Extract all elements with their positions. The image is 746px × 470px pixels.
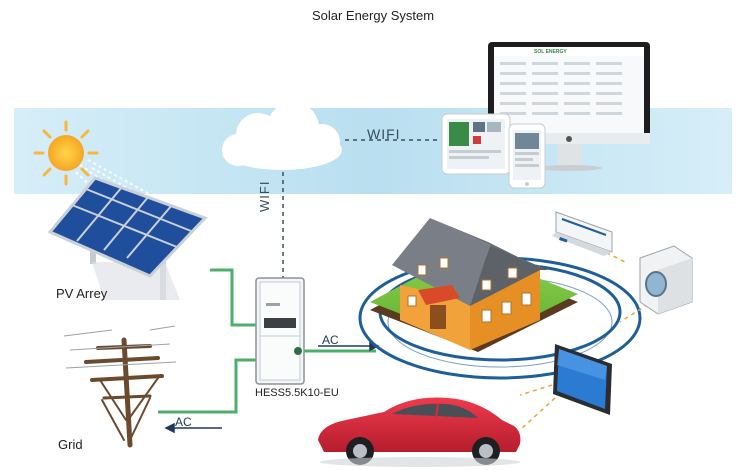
pv-cable — [210, 268, 256, 327]
sun-icon — [33, 120, 99, 186]
grid-label: Grid — [58, 437, 83, 452]
power-lines — [63, 325, 177, 369]
grid-cable — [158, 358, 256, 414]
monitor-icon — [488, 42, 650, 171]
monitor-brand-label: SOL ENERGY — [534, 49, 567, 55]
ac-label-inverter: AC — [322, 333, 339, 347]
phone-icon — [508, 123, 546, 189]
electric-car-icon — [318, 397, 521, 467]
tablet-icon — [441, 113, 511, 175]
ac-arrow-grid — [164, 422, 222, 434]
cloud-icon — [222, 102, 342, 170]
diagram-title: Solar Energy System — [311, 8, 435, 23]
ac-label-grid: AC — [175, 415, 192, 429]
solar-panel-icon — [47, 176, 208, 300]
pv-array-label: PV Arrey — [56, 286, 108, 301]
air-conditioner-icon — [552, 211, 613, 256]
tv-icon — [553, 344, 612, 415]
power-pole-icon — [84, 337, 164, 448]
washing-machine-icon — [639, 245, 693, 315]
wifi-label-horizontal: WIFI — [367, 126, 401, 142]
inverter-icon — [255, 277, 305, 385]
inverter-model-label: HESS5.5K10-EU — [255, 387, 339, 399]
wifi-label-vertical: WIFI — [257, 180, 272, 212]
house-icon — [370, 218, 578, 352]
